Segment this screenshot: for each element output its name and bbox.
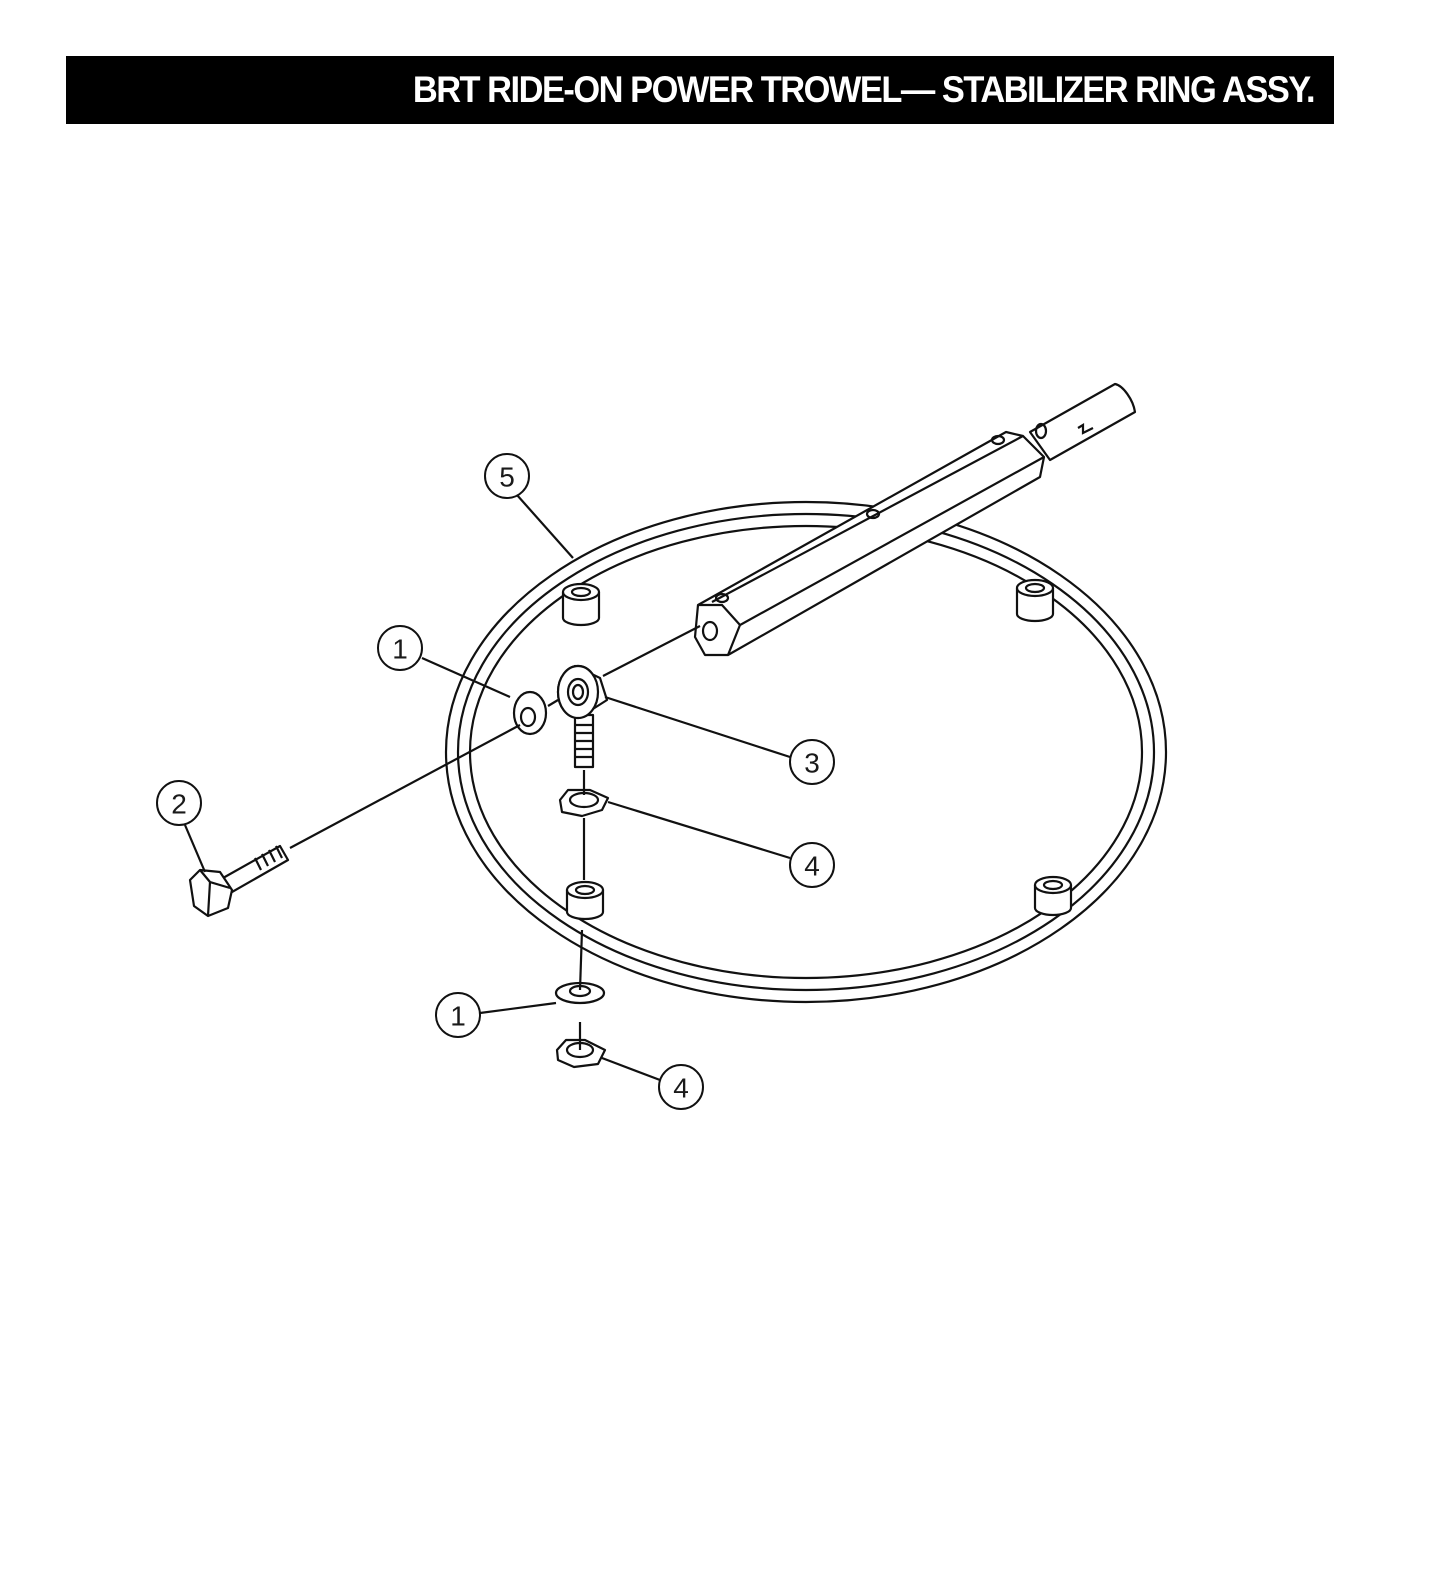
callout-1-upper: 1 bbox=[377, 625, 423, 671]
svg-text:4: 4 bbox=[804, 851, 820, 882]
svg-text:3: 3 bbox=[804, 748, 820, 779]
page-title: BRT RIDE-ON POWER TROWEL— STABILIZER RIN… bbox=[412, 69, 1316, 110]
hex-shaft bbox=[693, 382, 1137, 657]
leader-lines bbox=[183, 494, 791, 1082]
callout-3: 3 bbox=[789, 739, 835, 785]
callout-1-lower: 1 bbox=[435, 992, 481, 1038]
ring-boss-bottom-left bbox=[565, 880, 605, 921]
hex-bolt bbox=[188, 844, 290, 918]
title-bar: BRT RIDE-ON POWER TROWEL— STABILIZER RIN… bbox=[66, 56, 1334, 124]
ring-boss-top-left bbox=[561, 582, 601, 627]
svg-text:2: 2 bbox=[171, 789, 187, 820]
svg-text:1: 1 bbox=[450, 1001, 466, 1032]
svg-text:5: 5 bbox=[499, 462, 515, 493]
ring-boss-top-right bbox=[1015, 578, 1055, 623]
svg-text:4: 4 bbox=[673, 1073, 689, 1104]
svg-text:1: 1 bbox=[392, 634, 408, 665]
washer-lower bbox=[554, 981, 606, 1005]
callout-4-lower: 4 bbox=[658, 1064, 704, 1110]
rod-end bbox=[556, 664, 609, 769]
callout-2: 2 bbox=[156, 780, 202, 826]
callout-5: 5 bbox=[484, 453, 530, 499]
washer-upper bbox=[512, 690, 548, 736]
ring-boss-bottom-right bbox=[1033, 875, 1073, 917]
hex-nut-lower bbox=[555, 1038, 607, 1069]
assembly-lines bbox=[289, 625, 701, 1050]
callout-4-upper: 4 bbox=[789, 842, 835, 888]
